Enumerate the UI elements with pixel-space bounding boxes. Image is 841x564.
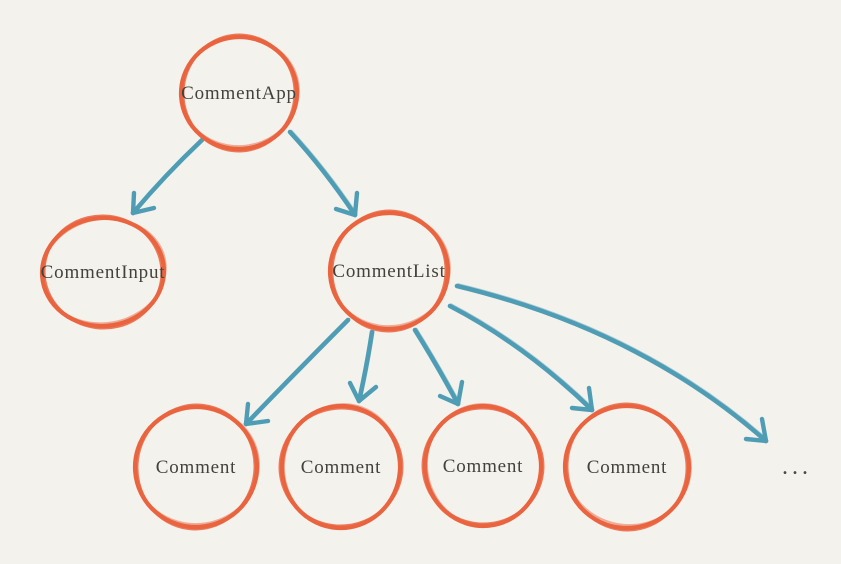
node-circle-sketch xyxy=(282,403,402,529)
node-label-commentinput: CommentInput xyxy=(41,262,166,283)
arrowhead xyxy=(243,401,251,427)
node-circle-sketch xyxy=(330,209,448,333)
arrow-shaft xyxy=(447,303,595,413)
arrow-shaft-sketch xyxy=(415,327,461,404)
node-circle-sketch xyxy=(565,402,689,532)
node-circle-sketch xyxy=(180,36,300,148)
edge-commentlist-comment-1 xyxy=(243,317,351,427)
arrow-shaft-sketch xyxy=(457,283,768,440)
arrow-shaft-sketch xyxy=(359,330,375,402)
node-circle-sketch xyxy=(421,406,545,526)
node-circle-sketch xyxy=(135,403,257,531)
arrow-shaft xyxy=(356,329,375,404)
edge-commentapp-commentlist xyxy=(287,129,360,218)
node-commentlist: CommentList xyxy=(327,209,451,333)
arrowhead xyxy=(743,436,769,444)
arrowhead xyxy=(437,393,461,407)
arrowhead xyxy=(356,384,379,404)
node-commentapp: CommentApp xyxy=(178,33,300,153)
node-circle-sketch xyxy=(329,212,451,328)
arrow-shaft-sketch xyxy=(133,137,205,213)
edge-commentlist-comment-4 xyxy=(447,303,595,413)
arrowhead xyxy=(243,418,271,427)
arrowhead xyxy=(455,379,465,407)
arrowhead xyxy=(130,205,157,216)
node-circle-sketch xyxy=(41,217,167,325)
arrowhead xyxy=(569,405,595,413)
node-comment-2: Comment xyxy=(278,403,404,531)
more-comments-ellipsis: ... xyxy=(782,454,812,480)
arrowhead xyxy=(352,190,360,218)
node-label-commentapp: CommentApp xyxy=(181,83,297,104)
arrow-shaft xyxy=(130,137,205,216)
node-comment-4: Comment xyxy=(562,402,692,532)
node-comment-3: Comment xyxy=(421,403,545,529)
node-label-commentlist: CommentList xyxy=(332,261,445,282)
edge-commentlist-comment-2 xyxy=(347,329,379,404)
arrowhead xyxy=(333,206,358,218)
edge-commentapp-commentinput xyxy=(130,137,205,216)
arrowhead xyxy=(586,385,595,413)
arrow-shaft xyxy=(287,129,358,218)
arrow-shaft xyxy=(243,317,351,427)
arrowhead xyxy=(347,380,362,404)
edges xyxy=(130,129,769,444)
arrow-shaft-sketch xyxy=(246,317,351,424)
arrowhead xyxy=(130,190,137,216)
arrow-shaft xyxy=(454,283,769,444)
node-label-comment-4: Comment xyxy=(587,457,668,478)
node-circle-sketch xyxy=(278,406,404,528)
node-commentinput: CommentInput xyxy=(39,214,167,330)
node-circle-sketch xyxy=(134,406,260,526)
edge-commentlist-comment-3 xyxy=(412,327,465,407)
arrowhead xyxy=(759,416,769,444)
node-circle-sketch xyxy=(425,403,543,527)
node-circle-sketch xyxy=(181,33,297,153)
edge-commentlist-more-comments xyxy=(454,283,769,444)
node-label-comment-3: Comment xyxy=(443,456,524,477)
arrow-shaft xyxy=(412,327,461,407)
node-label-comment-2: Comment xyxy=(301,457,382,478)
node-circle-sketch xyxy=(42,214,164,330)
node-circle-sketch xyxy=(564,405,692,527)
node-label-comment-1: Comment xyxy=(156,457,237,478)
node-comment-1: Comment xyxy=(132,403,260,531)
arrow-shaft-sketch xyxy=(290,129,358,215)
nodes: CommentApp CommentInput CommentList Comm… xyxy=(39,33,812,532)
arrow-shaft-sketch xyxy=(450,303,595,410)
